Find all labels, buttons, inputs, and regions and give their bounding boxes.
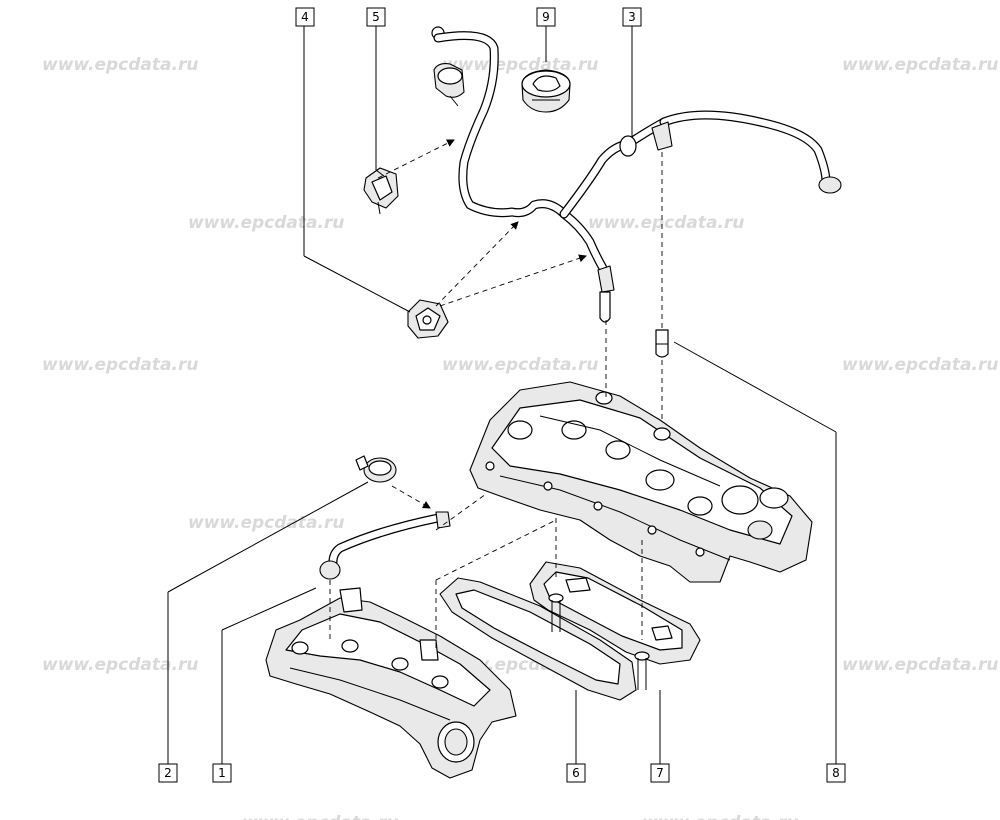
callout-6: 6 <box>566 763 586 783</box>
callout-9: 9 <box>536 7 556 27</box>
cover-bolts <box>548 593 650 690</box>
watermark: www.epcdata.ru <box>42 355 198 375</box>
watermark-layer: www.epcdata.ru www.epcdata.ru www.epcdat… <box>42 55 998 820</box>
intake-manifold <box>265 587 517 779</box>
hose-clip-bracket <box>363 167 399 215</box>
callout-5: 5 <box>366 7 386 27</box>
cover-gasket <box>439 561 701 701</box>
callout-3-label: 3 <box>628 10 636 24</box>
watermark: www.epcdata.ru <box>242 813 398 820</box>
watermark: www.epcdata.ru <box>842 655 998 675</box>
callout-6-label: 6 <box>572 766 580 780</box>
cylinder-head-cover <box>469 381 813 583</box>
callout-3: 3 <box>622 7 642 27</box>
watermark: www.epcdata.ru <box>188 513 344 533</box>
oil-filler-cap <box>521 69 571 113</box>
callout-8: 8 <box>826 763 846 783</box>
watermark: www.epcdata.ru <box>188 213 344 233</box>
locating-pin <box>655 329 669 358</box>
watermark: www.epcdata.ru <box>842 355 998 375</box>
watermark: www.epcdata.ru <box>42 55 198 75</box>
callout-5-label: 5 <box>372 10 380 24</box>
watermark: www.epcdata.ru <box>442 55 598 75</box>
callout-7-label: 7 <box>656 766 664 780</box>
watermark: www.epcdata.ru <box>842 55 998 75</box>
callout-4-label: 4 <box>301 10 309 24</box>
watermark: www.epcdata.ru <box>442 355 598 375</box>
callout-7: 7 <box>650 763 670 783</box>
watermark: www.epcdata.ru <box>642 813 798 820</box>
callout-9-label: 9 <box>542 10 550 24</box>
callout-4: 4 <box>295 7 315 27</box>
hose-clamp <box>355 455 397 483</box>
callout-1: 1 <box>212 763 232 783</box>
callout-2: 2 <box>158 763 178 783</box>
callout-1-label: 1 <box>218 766 226 780</box>
callout-leader-lines <box>167 26 837 764</box>
watermark: www.epcdata.ru <box>42 655 198 675</box>
assembly-guide-lines <box>329 139 663 650</box>
hose-retaining-clip <box>407 299 449 339</box>
intake-connection-hose <box>319 511 451 580</box>
breather-hose-assembly <box>433 31 842 323</box>
callout-8-label: 8 <box>832 766 840 780</box>
callout-2-label: 2 <box>164 766 172 780</box>
watermark: www.epcdata.ru <box>588 213 744 233</box>
